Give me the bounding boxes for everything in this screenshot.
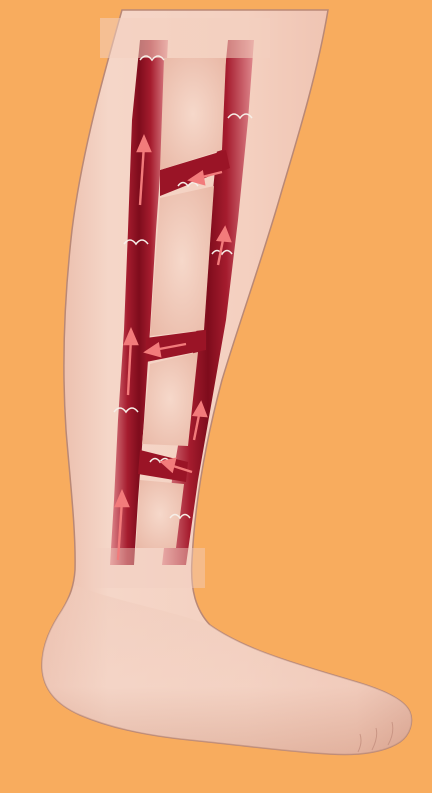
skin-panel-lower (136, 480, 184, 548)
skin-panel-upper (150, 186, 214, 336)
foot (42, 585, 412, 755)
vein-fade-top (100, 18, 270, 58)
vein-fade-bottom (95, 548, 205, 588)
